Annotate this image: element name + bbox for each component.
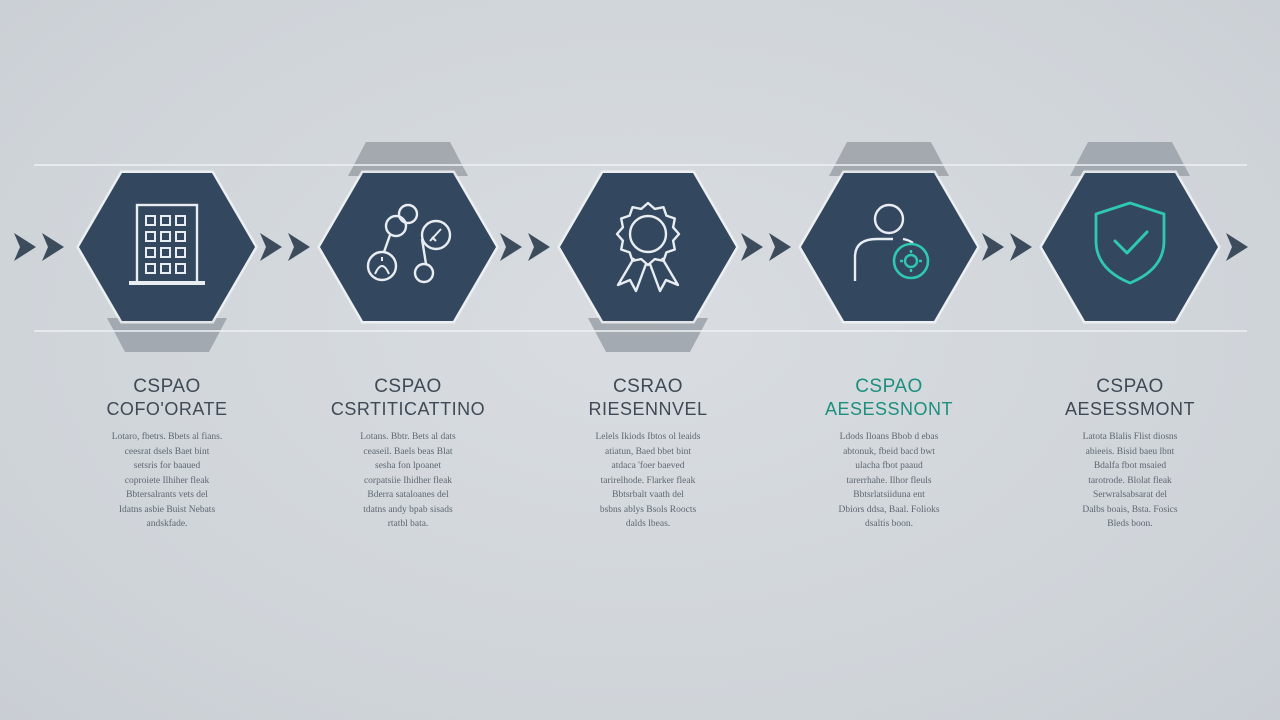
hexagon-backing-band <box>1070 142 1190 176</box>
step-description-line: abtonuk, fbeid bacd bwt <box>843 446 935 457</box>
network-nodes-icon <box>366 203 452 284</box>
step-description-line: andskfade. <box>146 519 188 529</box>
user-badge-icon <box>853 203 930 281</box>
step-description-line: setsris for baaued <box>133 461 201 471</box>
step-subtitle: AESESSMONT <box>1064 399 1196 419</box>
step-description-line: abieeis. Bisid baeu lbnt <box>1085 446 1175 457</box>
step-title: CSPAO <box>1096 376 1164 397</box>
step-description-line: Ldods Iloans Bbob d ebas <box>839 432 939 442</box>
office-building-icon <box>129 203 205 285</box>
step-description: Lelels Ikiods Ibtos ol leaids atiatun, Ba… <box>568 430 728 532</box>
step-description: Latota Blalis Flist diosns abieeis. Bisid… <box>1050 430 1210 532</box>
step-description-line: atdaca 'foer baeved <box>611 461 685 471</box>
step-description-line: bsbns ablys Bsols Roocts <box>599 504 697 515</box>
step-description-line: ulacha fbot paaud <box>855 461 923 471</box>
step-title: CSPAO <box>855 376 923 397</box>
step-description-line: sesha fon lpoanet <box>375 461 441 471</box>
hexagon-backing-band <box>348 142 468 176</box>
step-description-line: ceaseil. Baels beas Blat <box>363 446 453 457</box>
step-description-line: rtatbl bata. <box>387 519 429 529</box>
step-description-line: Bbtersalrants vets del <box>126 490 208 500</box>
step-subtitle: COFO'ORATE <box>106 399 228 419</box>
flow-arrow-icon <box>741 233 763 261</box>
flow-arrow-icon <box>982 233 1004 261</box>
step-description-line: Bdalfa fbot msaied <box>1093 461 1167 471</box>
step-description-line: Bleds boon. <box>1107 519 1153 529</box>
step-description: Lotaro, fbetrs. Bbets al fians. ceesrat d… <box>87 430 247 532</box>
step-hexagon <box>320 173 496 321</box>
step-description-line: Dbiors ddsa, Baal. Folioks <box>838 504 940 515</box>
step-hexagon <box>801 173 977 321</box>
flow-arrow-icon <box>500 233 522 261</box>
step-title: CSRAO <box>612 376 684 397</box>
step-description-line: Bderra sataloanes del <box>367 490 449 500</box>
hexagon-backing-band <box>107 318 227 352</box>
flow-arrow-icon <box>528 233 550 261</box>
flow-arrow-icon <box>1226 233 1248 261</box>
step-description-line: Serwralsabsarat del <box>1092 490 1168 500</box>
step-description-line: Bbtsrbalt vaath del <box>612 490 684 500</box>
shield-check-icon <box>1094 201 1166 285</box>
hexagon-backing-band <box>588 318 708 352</box>
step-description-line: dsaltis boon. <box>864 519 914 529</box>
step-description-line: Lotans. Bbtr. Bets al dats <box>360 432 456 442</box>
step-description-line: Idatns asbie Buist Nebats <box>118 504 216 515</box>
step-description-line: corpatsiie Ihidher fleak <box>363 475 453 486</box>
step-subtitle: RIESENNVEL <box>588 399 708 419</box>
step-subtitle: CSRTITICATTINO <box>330 399 486 419</box>
step-description: Ldods Iloans Bbob d ebas abtonuk, fbeid b… <box>809 430 969 532</box>
step-title: CSPAO <box>133 376 201 397</box>
step-description-line: Dalbs boais, Bsta. Fosics <box>1082 504 1178 515</box>
flow-arrow-icon <box>260 233 282 261</box>
flow-arrow-icon <box>288 233 310 261</box>
step-description-line: coproiete Ilhiher fleak <box>124 475 210 486</box>
step-description-line: tarerrhahe. Ilhor fleuls <box>846 475 932 486</box>
step-description-line: ceesrat dsels Baet bint <box>124 446 210 457</box>
step-description: Lotans. Bbtr. Bets al dats ceaseil. Baels… <box>328 430 488 532</box>
flow-arrow-icon <box>769 233 791 261</box>
flow-arrow-icon <box>1010 233 1032 261</box>
step-subtitle: AESESSNONT <box>824 399 954 419</box>
flow-arrow-icon <box>14 233 36 261</box>
flow-arrow-icon <box>42 233 64 261</box>
step-description-line: Bbtsrlatsiiduna ent <box>853 490 925 500</box>
hexagon-backing-band <box>829 142 949 176</box>
step-description-line: tarirelhode. Flarker fleak <box>600 475 696 486</box>
step-hexagon <box>1042 173 1218 321</box>
step-hexagon <box>560 173 736 321</box>
step-description-line: atiatun, Baed bbet bint <box>604 446 691 457</box>
step-description-line: tarotrode. Blolat fleak <box>1088 475 1172 486</box>
step-description-line: Lelels Ikiods Ibtos ol leaids <box>595 432 701 442</box>
award-ribbon-icon <box>615 201 681 293</box>
step-description-line: dalds lbeas. <box>625 519 671 529</box>
step-description-line: tdatns andy bpab sisads <box>363 504 453 515</box>
step-description-line: Lotaro, fbetrs. Bbets al fians. <box>111 432 223 442</box>
step-description-line: Latota Blalis Flist diosns <box>1082 432 1178 442</box>
step-title: CSPAO <box>374 376 442 397</box>
